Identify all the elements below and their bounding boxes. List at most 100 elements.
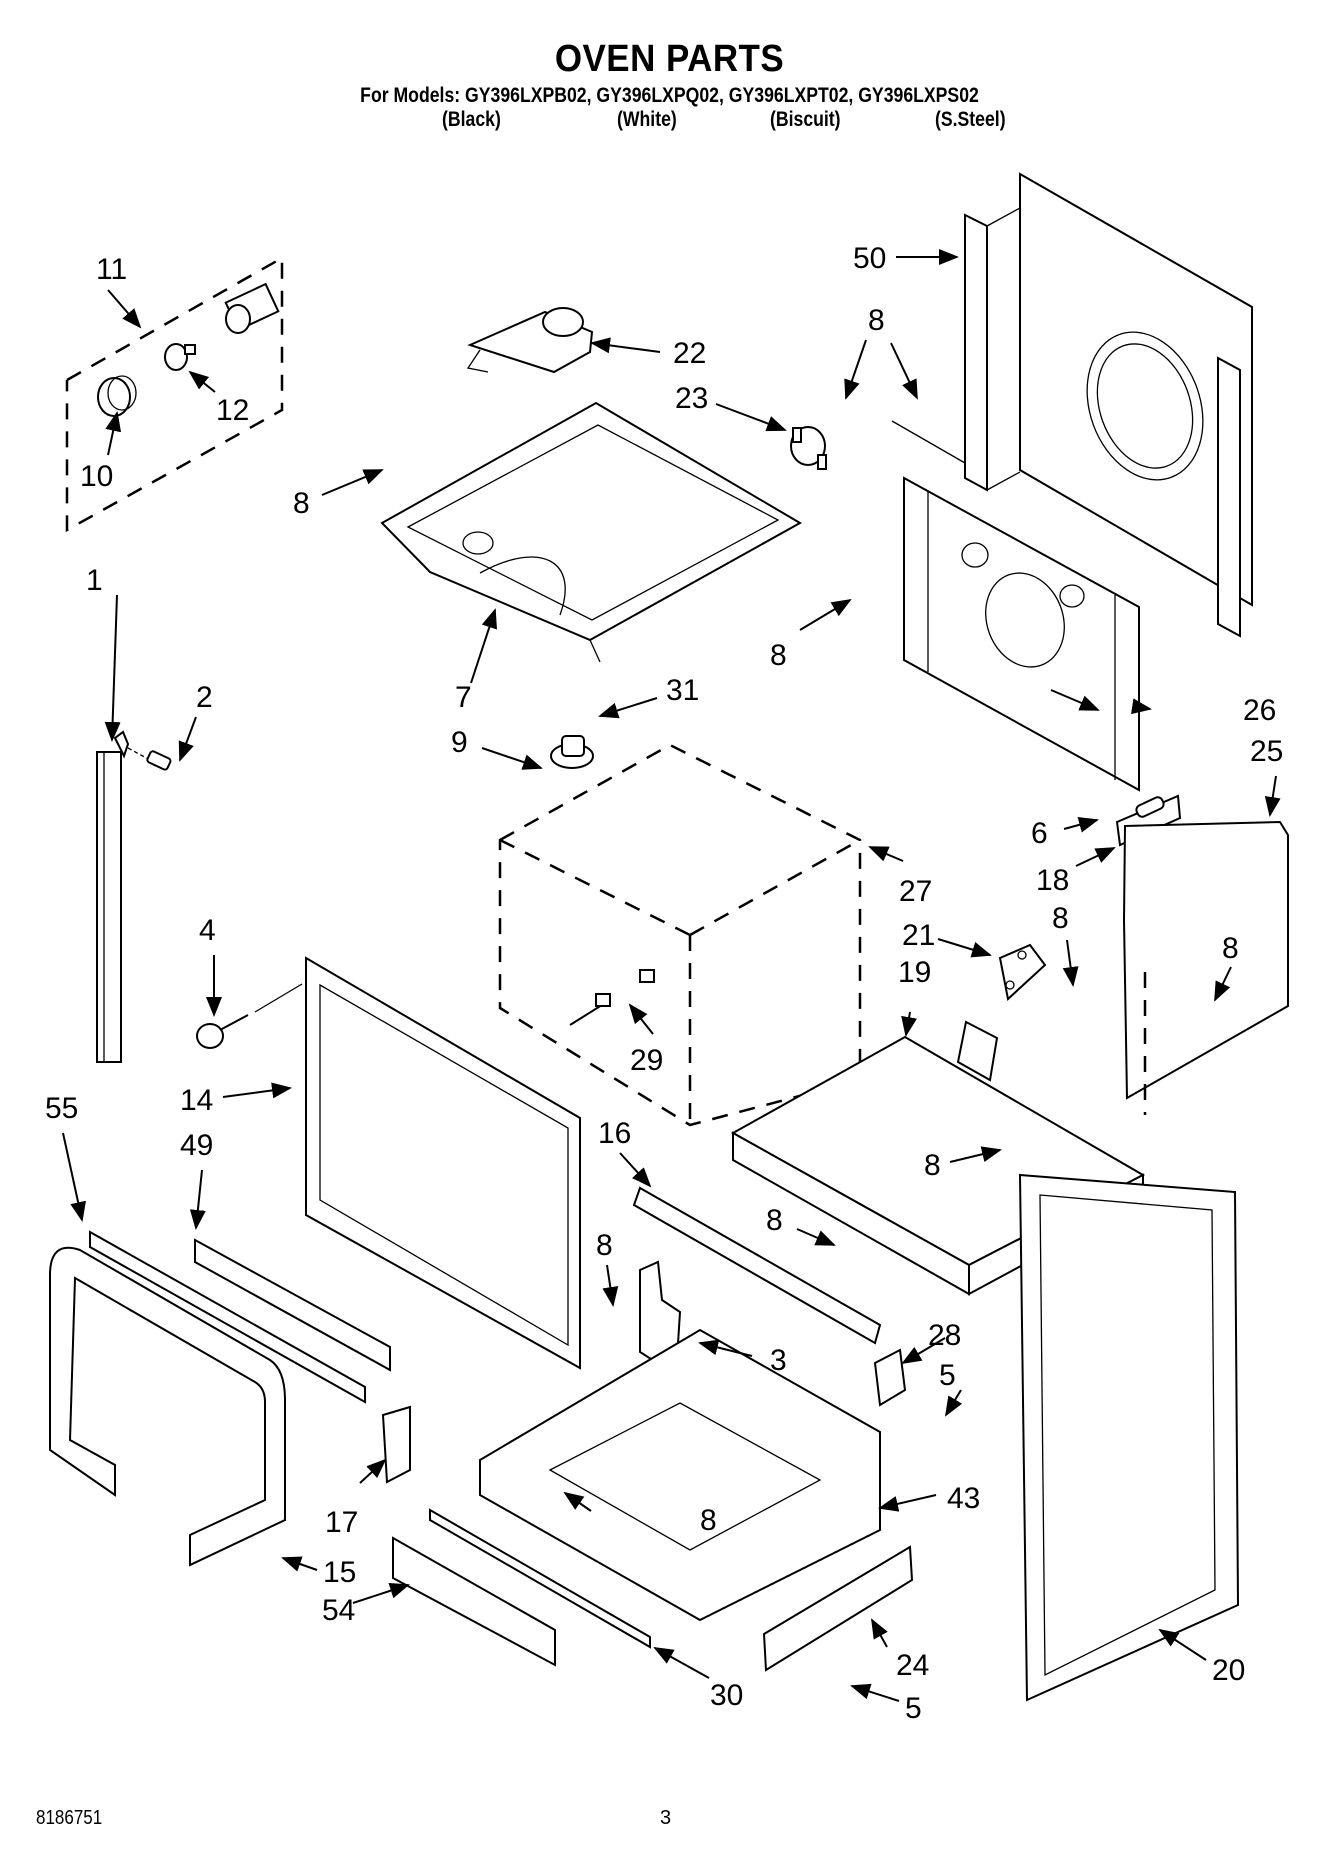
leader-23	[715, 403, 787, 432]
callout-5: 5	[939, 1359, 956, 1392]
leader-8d	[799, 598, 852, 631]
leader-17	[359, 1458, 387, 1484]
leader-15	[281, 1556, 318, 1572]
leader-8j	[563, 1491, 592, 1512]
trim-rail-part	[429, 1508, 651, 1649]
hinge-plate-part	[998, 943, 1047, 1001]
callout-9: 9	[451, 726, 468, 759]
door-stop-part	[196, 983, 303, 1049]
leader-54	[352, 1582, 410, 1604]
model-color-black: (Black)	[442, 108, 501, 131]
callout-8: 8	[766, 1204, 783, 1237]
leader-27	[868, 846, 904, 862]
leader-8c	[890, 342, 918, 400]
leader-31	[598, 697, 658, 719]
side-trim-part	[96, 730, 172, 1063]
clip-part	[381, 1405, 411, 1484]
screw-part	[146, 750, 172, 771]
callout-8: 8	[770, 639, 787, 672]
callout-labels: 11 10 12 8 22 23 8 50 8 7 26 1 2 31 9 25…	[45, 242, 1283, 1725]
callout-3: 3	[770, 1344, 787, 1377]
leader-9	[481, 747, 543, 770]
callout-30: 30	[710, 1679, 743, 1712]
callout-4: 4	[199, 914, 216, 947]
model-color-biscuit: (Biscuit)	[770, 108, 841, 131]
leader-5a	[944, 1389, 963, 1417]
page-title: OVEN PARTS	[554, 38, 785, 80]
callout-55: 55	[45, 1092, 78, 1125]
callout-24: 24	[896, 1649, 929, 1682]
callout-6: 6	[1031, 817, 1048, 850]
leader-8f	[1214, 966, 1232, 1002]
callout-12: 12	[216, 394, 249, 427]
light-assembly-kit	[65, 255, 284, 533]
leader-43	[878, 1494, 937, 1512]
door-liner-part	[305, 956, 581, 1370]
callout-26: 26	[1243, 694, 1276, 727]
callout-20: 20	[1212, 1654, 1245, 1687]
leader-10	[105, 411, 122, 456]
callout-28: 28	[928, 1319, 961, 1352]
callout-27: 27	[899, 875, 932, 908]
callout-15: 15	[323, 1556, 356, 1589]
callout-8: 8	[293, 487, 310, 520]
callout-10: 10	[80, 460, 113, 493]
leader-49	[189, 1169, 206, 1230]
leader-14	[222, 1082, 292, 1099]
leader-18	[1075, 847, 1116, 867]
control-bracket-part	[762, 1545, 914, 1672]
callout-1: 1	[86, 564, 103, 597]
leader-8a	[321, 469, 384, 496]
model-color-white: (White)	[617, 108, 677, 131]
leader-1	[104, 594, 121, 742]
leader-19	[901, 1011, 917, 1037]
cover-plate-part	[873, 1348, 907, 1407]
callout-31: 31	[666, 674, 699, 707]
leader-26	[1130, 698, 1152, 715]
leader-29	[628, 1003, 654, 1035]
trim-strip-part	[632, 1186, 882, 1345]
leader-8h	[796, 1228, 836, 1246]
callout-5: 5	[905, 1692, 922, 1725]
callout-8: 8	[868, 304, 885, 337]
leader-28	[901, 1337, 946, 1365]
callout-19: 19	[898, 956, 931, 989]
callout-8: 8	[596, 1229, 613, 1262]
lamp-lens-part	[97, 375, 137, 417]
leader-5b	[850, 1683, 900, 1702]
door-gasket-part	[49, 1246, 286, 1567]
document-number: 8186751	[36, 1807, 103, 1829]
leader-8i	[602, 1264, 619, 1307]
callout-8: 8	[1052, 902, 1069, 935]
bottom-pan-part	[479, 1328, 881, 1622]
convection-panel-part	[903, 476, 1140, 792]
leader-8e	[1062, 939, 1079, 987]
leader-16	[619, 1152, 652, 1188]
leader-2	[178, 716, 197, 762]
leader-24	[871, 1618, 888, 1648]
leader-lines	[62, 249, 1281, 1702]
door-frame-part	[1018, 1173, 1240, 1702]
lamp-socket-part	[224, 282, 280, 334]
vent-duct-part	[194, 1238, 391, 1372]
leader-20	[1158, 1628, 1207, 1661]
callout-14: 14	[180, 1084, 213, 1117]
oven-cavity-part	[498, 735, 862, 1127]
leader-26b	[1050, 689, 1100, 711]
front-rail-part	[89, 1230, 366, 1404]
top-heat-shield-part	[380, 401, 803, 663]
oven-light-part	[550, 735, 594, 769]
callout-25: 25	[1250, 735, 1283, 768]
callout-18: 18	[1036, 864, 1069, 897]
leader-6	[1063, 817, 1099, 833]
leader-8g	[949, 1146, 1002, 1163]
callout-7: 7	[455, 681, 472, 714]
leader-55	[62, 1132, 86, 1222]
leader-22	[590, 337, 661, 354]
kit-dashed-outline	[65, 255, 284, 533]
callout-21: 21	[902, 919, 935, 952]
rear-panel-part	[891, 172, 1253, 638]
callout-22: 22	[673, 337, 706, 370]
temperature-sensor-part	[569, 969, 655, 1026]
